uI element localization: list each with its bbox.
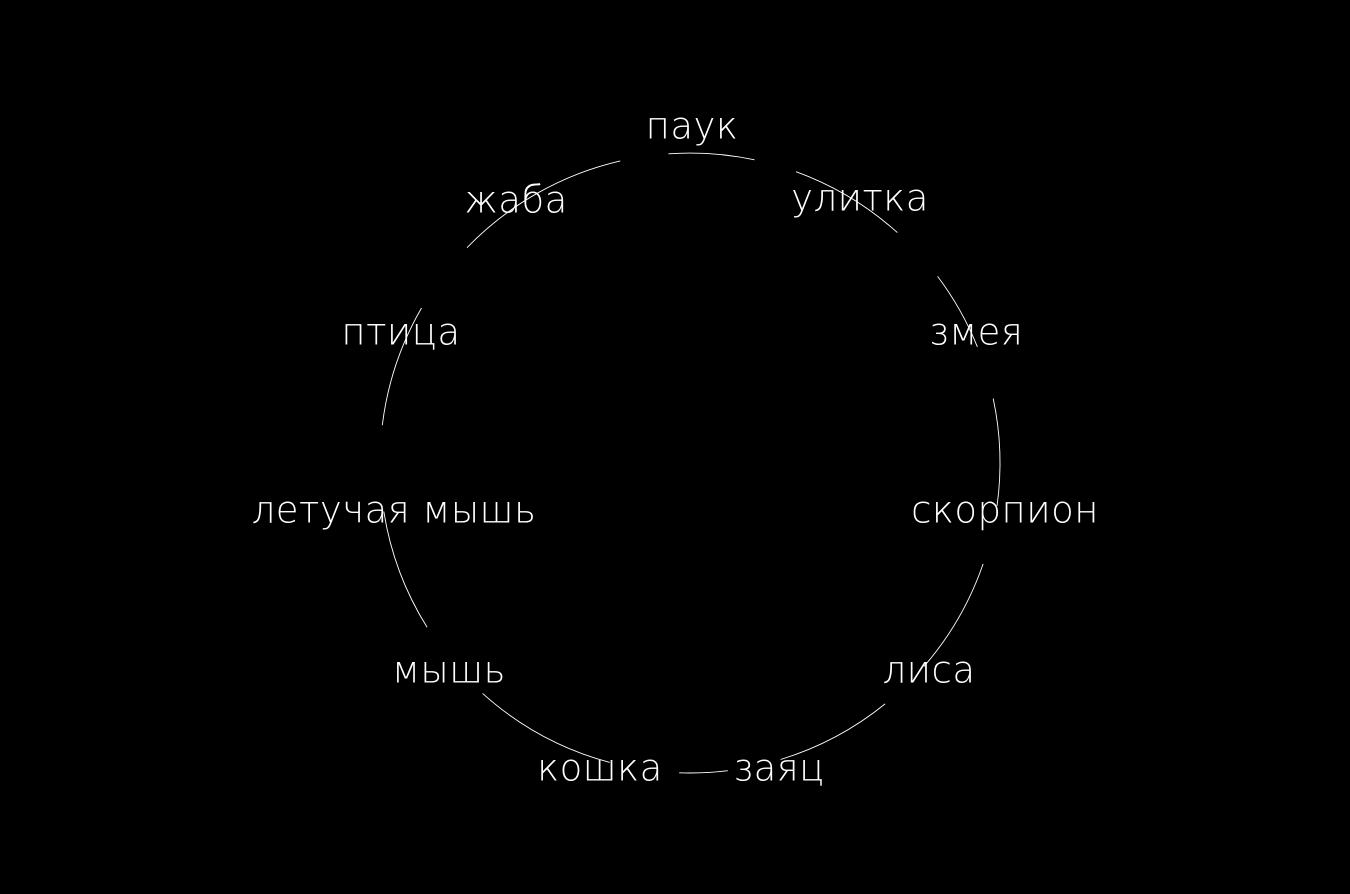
node-label-snake: змея — [929, 311, 1024, 354]
cycle-arcs — [381, 152, 1001, 774]
cycle-labels: паук улитка змея скорпион лиса заяц кошка мышь л… — [252, 105, 1099, 790]
node-label-snail: улитка — [791, 177, 929, 220]
node-label-bat: летучая мышь — [252, 489, 537, 532]
cycle-arc-4 — [992, 398, 1001, 507]
node-label-scorpion: скорпион — [911, 489, 1099, 532]
node-label-fox: лиса — [882, 649, 975, 692]
cycle-arc-7 — [679, 770, 728, 774]
node-label-spider: паук — [646, 105, 739, 148]
node-label-bird: птица — [341, 311, 460, 354]
cycle-arc-9 — [383, 511, 428, 628]
node-label-cat: кошка — [537, 747, 663, 790]
node-label-hare: заяц — [733, 747, 825, 790]
cycle-arc-3 — [937, 276, 978, 348]
cycle-arc-2 — [795, 171, 898, 233]
cycle-arc-8 — [482, 693, 610, 763]
cycle-arc-11 — [466, 160, 621, 249]
node-label-toad: жаба — [464, 179, 568, 222]
node-label-mouse: мышь — [392, 649, 506, 692]
cycle-arc-6 — [780, 703, 886, 760]
cycle-arc-10 — [381, 307, 422, 426]
cycle-arc-1 — [668, 152, 755, 161]
cycle-arc-5 — [923, 563, 984, 667]
